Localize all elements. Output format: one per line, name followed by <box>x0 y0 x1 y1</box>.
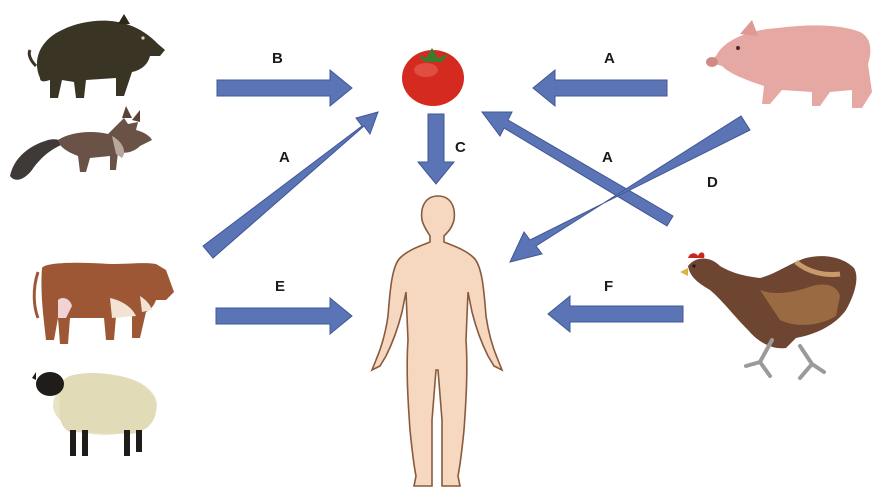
human-body-icon <box>372 196 502 486</box>
pig-icon <box>706 20 872 108</box>
label-b: B <box>272 50 283 67</box>
cow-icon <box>34 263 174 344</box>
label-f: F <box>604 278 613 295</box>
arrow-cattle-to-tomato <box>203 112 378 258</box>
tomato-icon <box>402 48 464 106</box>
arrow-boar-to-tomato <box>217 70 352 106</box>
arrow-tomato-to-human <box>418 114 454 184</box>
arrow-chicken-to-tomato <box>482 112 673 226</box>
sheep-icon <box>32 372 157 456</box>
chicken-icon <box>680 252 856 378</box>
label-a-pig: A <box>604 50 615 67</box>
arrow-chicken-to-human <box>548 296 683 332</box>
wild-boar-icon <box>29 14 165 98</box>
fox-icon <box>10 106 152 180</box>
label-e: E <box>275 278 285 295</box>
label-a-chicken: A <box>602 149 613 166</box>
label-c: C <box>455 139 466 156</box>
arrow-cattle-to-human <box>216 298 352 334</box>
label-a-cattle: A <box>279 149 290 166</box>
arrow-pig-to-tomato <box>533 70 667 106</box>
label-d: D <box>707 174 718 191</box>
